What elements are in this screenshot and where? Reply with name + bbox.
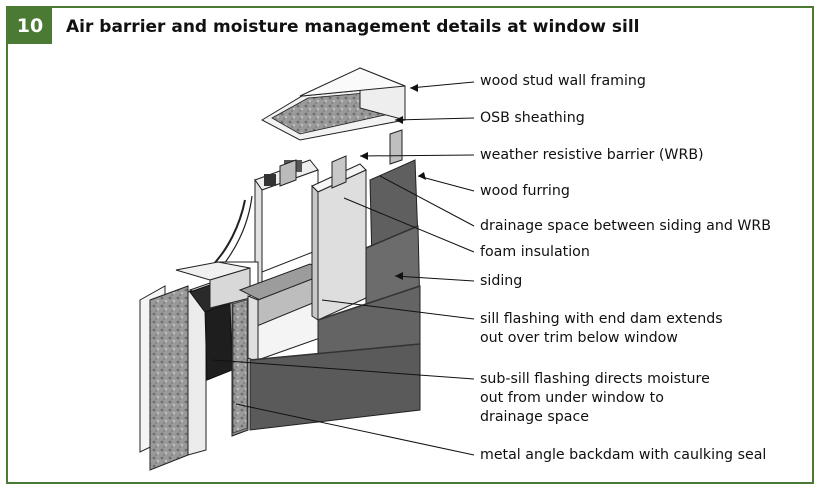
label-siding: siding (480, 273, 523, 289)
left-stud-column (139, 275, 244, 471)
label-sill-flashing-line1: sill flashing with end dam extends (480, 311, 723, 327)
figure-title: Air barrier and moisture management deta… (66, 17, 640, 37)
label-metal-angle-backdam: metal angle backdam with caulking seal (480, 447, 767, 463)
label-wood-furring: wood furring (480, 183, 570, 199)
foam-insulation (311, 163, 367, 321)
figure-number-badge: 10 (8, 8, 52, 44)
label-sub-sill-flashing-line3: drainage space (480, 409, 590, 425)
label-wood-stud-wall-framing: wood stud wall framing (480, 73, 646, 89)
top-framing (260, 67, 406, 141)
wood-furring (279, 129, 403, 189)
label-drainage-space: drainage space between siding and WRB (480, 218, 772, 234)
label-sub-sill-flashing-line1: sub-sill flashing directs moisture (480, 371, 710, 387)
label-osb-sheathing: OSB sheathing (480, 110, 585, 126)
label-sill-flashing-line2: out over trim below window (480, 330, 678, 346)
leader-lines (212, 81, 475, 456)
label-sub-sill-flashing-line2: out from under window to (480, 390, 664, 406)
label-foam-insulation: foam insulation (480, 244, 590, 260)
label-weather-resistive-barrier: weather resistive barrier (WRB) (480, 147, 704, 163)
leader-arrowheads (360, 84, 426, 280)
